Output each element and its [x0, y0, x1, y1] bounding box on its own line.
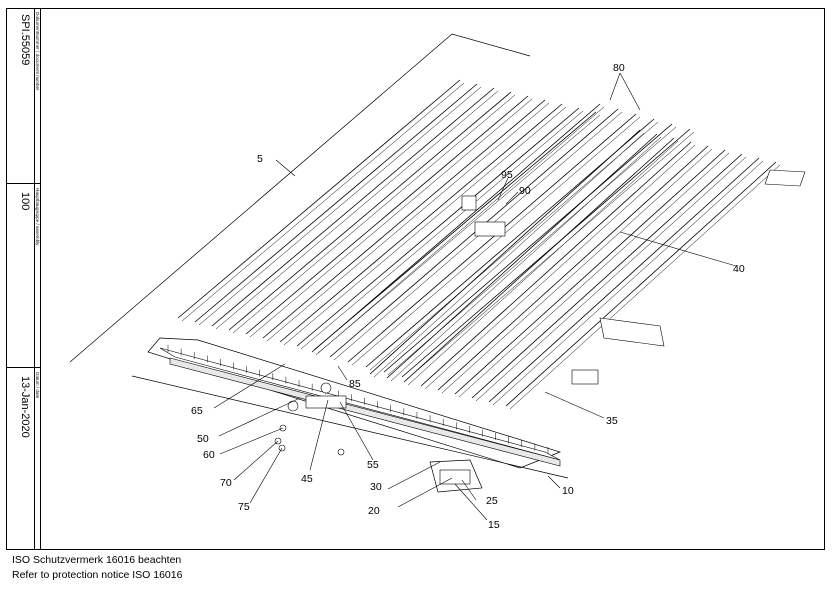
callout-label: 55 [367, 459, 379, 471]
slat-line [315, 106, 605, 356]
slat-line [347, 113, 637, 363]
callout-label: 50 [197, 433, 209, 445]
lower-outline [131, 375, 569, 479]
callout-label: 30 [370, 481, 382, 493]
slat-line [317, 114, 601, 354]
slat-line [424, 144, 696, 390]
slat-line [509, 164, 781, 410]
protection-notice-en: Refer to protection notice ISO 16016 [12, 569, 183, 581]
comb-strip [159, 347, 561, 467]
date-cell: Datum / date 13-Jan-2020 [6, 368, 41, 550]
slat-line [232, 94, 516, 334]
slat-line [373, 132, 645, 378]
slat-group [177, 79, 781, 410]
slat-line [211, 87, 495, 327]
slat-line [405, 131, 695, 381]
slat-line [505, 161, 777, 407]
callout-label: 95 [501, 169, 513, 181]
slat-line [488, 157, 760, 403]
slat-line [198, 86, 482, 326]
callout-label: 70 [220, 477, 232, 489]
slat-line [401, 128, 691, 378]
slat-line [262, 99, 546, 339]
slat-line [245, 95, 529, 335]
slat-line [215, 90, 499, 330]
protection-notice-de: ISO Schutzvermerk 16016 beachten [12, 554, 182, 566]
slat-line [475, 156, 747, 402]
slat-line [266, 102, 550, 342]
slat-line [369, 121, 659, 371]
callout-label: 75 [238, 501, 250, 513]
slat-line [311, 103, 601, 353]
drawing-frame [6, 8, 825, 550]
slat-line [383, 123, 673, 373]
slat-line [369, 129, 641, 375]
slat-line [454, 149, 726, 395]
slat-line [249, 98, 533, 338]
callout-label: 60 [203, 449, 215, 461]
doc-number-cell: Dokumentnummer / document number SPI.550… [6, 8, 41, 184]
slat-line [386, 133, 658, 379]
callout-label: 80 [613, 62, 625, 74]
upper-outline [69, 33, 531, 363]
slat-line [403, 137, 675, 383]
callout-labels: 5 80 95 90 40 85 65 50 60 70 75 45 55 35… [191, 62, 745, 531]
slat-line [458, 152, 730, 398]
callout-label: 40 [733, 263, 745, 275]
slat-line [441, 148, 713, 394]
callout-label: 90 [519, 185, 531, 197]
slat-line [471, 153, 743, 399]
slat-line [283, 106, 567, 346]
slat-line [492, 160, 764, 406]
title-block: Dokumentnummer / document number SPI.550… [6, 8, 41, 550]
callout-label: 25 [486, 495, 498, 507]
assembly-cell: Hauptbaugruppe / assembly 100 [6, 184, 41, 368]
slat-line [228, 91, 512, 331]
slat-line [351, 116, 641, 366]
leader-lines [213, 72, 737, 521]
hardware [274, 195, 599, 485]
slat-line [329, 108, 619, 358]
callout-label: 10 [562, 485, 574, 497]
slat-line [390, 136, 662, 382]
slat-line [177, 79, 461, 319]
callout-label: 15 [488, 519, 500, 531]
callout-label: 20 [368, 505, 380, 517]
slat-line [194, 83, 478, 323]
slat-line [437, 145, 709, 391]
slat-line [296, 107, 580, 347]
callout-label: 5 [257, 153, 263, 165]
slat-line [300, 110, 584, 350]
callout-label: 65 [191, 405, 203, 417]
callout-label: 85 [349, 378, 361, 390]
slat-line [279, 103, 563, 343]
slat-line [420, 141, 692, 387]
slat-line [181, 82, 465, 322]
callout-label: 45 [301, 473, 313, 485]
slat-line [407, 140, 679, 386]
callout-label: 35 [606, 415, 618, 427]
